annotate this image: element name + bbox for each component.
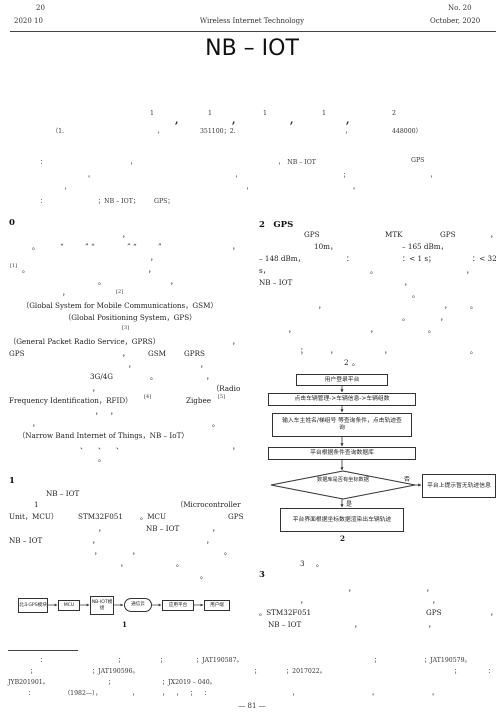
author-sep: ,	[175, 115, 179, 126]
flow-yes-label: 是	[346, 501, 353, 508]
flow-step-no-track: 平台上提示暂无轨迹信息	[422, 474, 496, 498]
author-mark: 1	[322, 110, 326, 117]
flow-step-db-query: 平台根据条件查询数据库	[268, 447, 416, 460]
header-issue: No. 20	[448, 4, 472, 12]
mcu-block: MCU	[58, 600, 80, 611]
section-heading-0: 0	[9, 218, 15, 228]
header-month: October, 2020	[430, 17, 481, 25]
author-sep: ,	[346, 115, 350, 126]
author-mark: 1	[150, 110, 154, 117]
paper-title: NB – IOT	[205, 36, 299, 61]
flow-decision-diamond	[270, 470, 416, 500]
gprs-term: （General Packet Radio Service，GPRS）	[9, 337, 160, 346]
section-heading-3: 3	[259, 570, 265, 580]
author-mark: 1	[263, 110, 267, 117]
user-end-block: 用户端	[204, 600, 230, 611]
section-heading-1: 1	[9, 476, 15, 486]
figure-2-caption: 2	[340, 534, 346, 543]
section-heading-2: 2 GPS	[259, 220, 294, 230]
footnote-rule	[8, 650, 78, 651]
nbiot-term: （Narrow Band Internet of Things，NB – IoT…	[18, 431, 189, 440]
block-diagram-arrows	[48, 603, 204, 607]
author-sep: ,	[232, 115, 236, 126]
rfid-term: Frequency Identification，RFID）	[9, 396, 133, 405]
author-mark: 2	[392, 110, 396, 117]
figure-1-caption: 1	[122, 620, 128, 629]
header-volume: 20	[36, 4, 45, 12]
flow-no-label: 否	[404, 476, 411, 483]
header-date: 2020 10	[14, 17, 43, 25]
flow-step-vehicle-menu: 点击车辆管理->车辆信息->车辆组数	[268, 393, 416, 406]
flow-step-render-track: 平台界面根据坐标数据渲染出车辆轨迹	[280, 508, 404, 532]
header-journal: Wireless Internet Technology	[199, 17, 305, 25]
author-sep: ,	[290, 115, 294, 126]
flow-step-login: 用户登录平台	[296, 374, 388, 386]
flow-step-query-input: 输入车主姓名/梯组号 等查询条件，点击轨迹查询	[272, 413, 412, 437]
flow-decision-label: 数据库是否有坐标数据	[317, 477, 369, 483]
page-number: — 81 —	[238, 702, 266, 710]
gps-term: （Global Positioning System，GPS）	[64, 313, 197, 322]
header-rule	[10, 31, 496, 32]
cloud-block: 通信云	[124, 598, 152, 612]
app-platform-block: 应用平台	[162, 600, 194, 611]
author-mark: 1	[208, 110, 212, 117]
gps-module-block: 北斗GPS模块	[18, 598, 48, 613]
flowchart-arrows	[340, 386, 422, 508]
nbiot-module-block: NB-IOT模组	[90, 596, 114, 615]
gsm-term: （Global System for Mobile Communications…	[22, 301, 218, 310]
